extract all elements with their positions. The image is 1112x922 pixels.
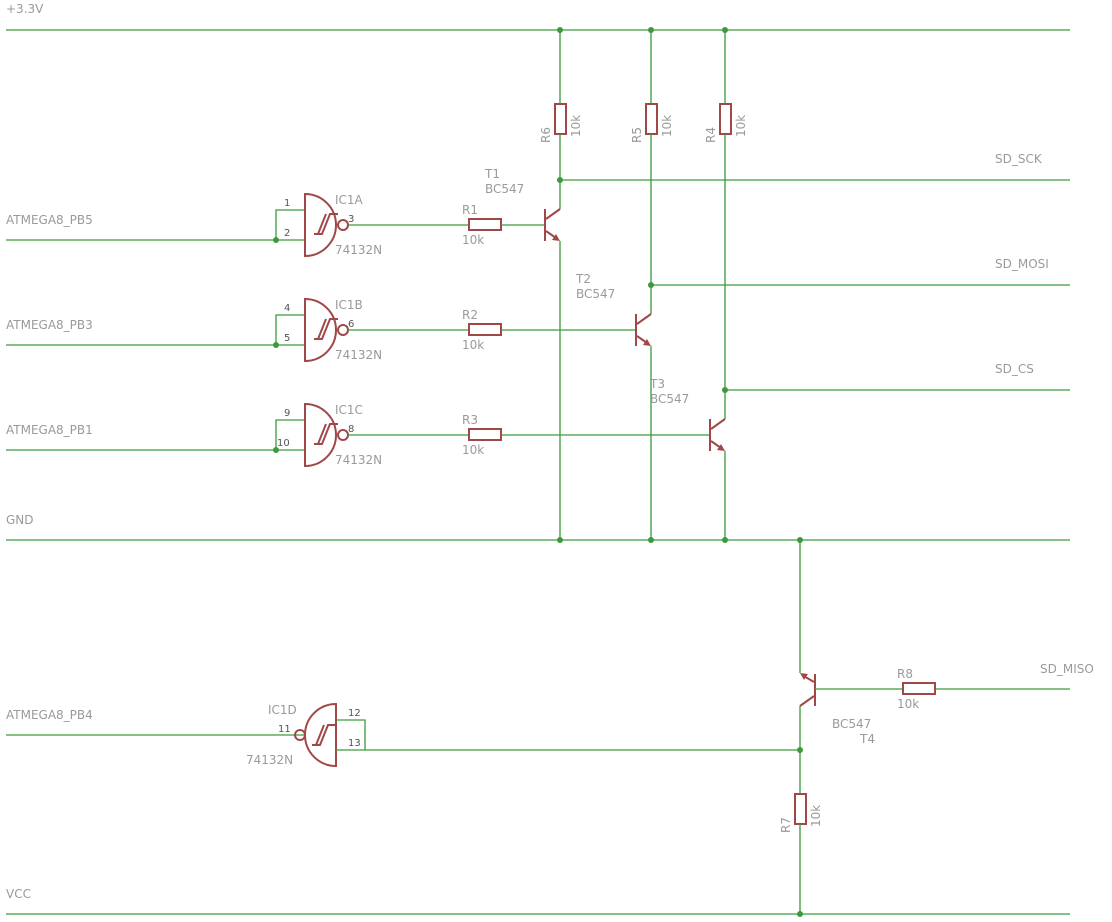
input-pb1-label: ATMEGA8_PB1 xyxy=(6,423,93,437)
r6-value: 10k xyxy=(569,115,583,137)
ic1d-pin12: 12 xyxy=(348,708,361,719)
resistor-r5: R5 10k xyxy=(630,30,674,285)
ic1d-value: 74132N xyxy=(246,753,293,767)
input-pb4-label: ATMEGA8_PB4 xyxy=(6,708,93,722)
ic1a-pin2: 2 xyxy=(284,228,290,239)
resistor-r1: R1 10k xyxy=(462,203,545,247)
ic1a-pin3: 3 xyxy=(348,214,354,225)
transistor-t1: T1 BC547 xyxy=(484,167,561,540)
input-pb3: ATMEGA8_PB3 xyxy=(6,314,305,348)
ic1b-name: IC1B xyxy=(335,298,363,312)
r5-name: R5 xyxy=(630,127,644,143)
r8-name: R8 xyxy=(897,667,913,681)
resistor-r3: R3 10k xyxy=(462,413,710,457)
r4-value: 10k xyxy=(734,115,748,137)
r1-value: 10k xyxy=(462,233,484,247)
r4-name: R4 xyxy=(704,127,718,143)
input-pb5: ATMEGA8_PB5 xyxy=(6,209,305,243)
r3-name: R3 xyxy=(462,413,478,427)
output-mosi-label: SD_MOSI xyxy=(995,257,1049,271)
gate-ic1a: 1 2 3 IC1A 74132N xyxy=(284,192,469,258)
output-miso: SD_MISO xyxy=(935,662,1094,690)
r5-value: 10k xyxy=(660,115,674,137)
ic1b-pin6: 6 xyxy=(348,319,354,330)
junctions xyxy=(557,27,803,917)
ic1c-pin8: 8 xyxy=(348,424,354,435)
r2-value: 10k xyxy=(462,338,484,352)
rail-3v3: +3.3V xyxy=(6,2,1070,31)
ic1c-value: 74132N xyxy=(335,453,382,467)
output-cs: SD_CS xyxy=(722,362,1070,393)
t4-value: BC547 xyxy=(832,717,871,731)
ic1b-pin5: 5 xyxy=(284,333,290,344)
rail-vcc-label: VCC xyxy=(6,887,31,901)
t4-name: T4 xyxy=(859,732,875,746)
ic1c-name: IC1C xyxy=(335,403,363,417)
ic1b-pin4: 4 xyxy=(284,303,290,314)
ic1b-value: 74132N xyxy=(335,348,382,362)
t2-name: T2 xyxy=(575,272,591,286)
r6-name: R6 xyxy=(539,127,553,143)
output-cs-label: SD_CS xyxy=(995,362,1034,376)
resistor-r6: R6 10k xyxy=(539,30,583,180)
input-pb5-label: ATMEGA8_PB5 xyxy=(6,213,93,227)
ic1c-pin9: 9 xyxy=(284,408,290,419)
transistor-t2: T2 BC547 xyxy=(575,272,652,540)
r7-name: R7 xyxy=(779,817,793,833)
t3-value: BC547 xyxy=(650,392,689,406)
gate-ic1b: 4 5 6 IC1B 74132N xyxy=(284,297,469,363)
input-pb1: ATMEGA8_PB1 xyxy=(6,419,305,453)
ic1a-pin1: 1 xyxy=(284,198,290,209)
ic1a-name: IC1A xyxy=(335,193,364,207)
input-pb4: ATMEGA8_PB4 xyxy=(6,708,306,736)
ic1d-name: IC1D xyxy=(268,703,297,717)
transistor-t4: BC547 T4 xyxy=(799,540,903,794)
ic1d-pin13: 13 xyxy=(348,738,361,749)
t1-name: T1 xyxy=(484,167,500,181)
resistor-r7: R7 10k xyxy=(779,793,823,914)
t1-value: BC547 xyxy=(485,182,524,196)
rail-vcc: VCC xyxy=(6,887,1070,915)
ic1a-value: 74132N xyxy=(335,243,382,257)
r8-value: 10k xyxy=(897,697,919,711)
rail-gnd: GND xyxy=(6,513,1070,541)
ic1d-pin11: 11 xyxy=(278,724,291,735)
output-mosi: SD_MOSI xyxy=(648,257,1070,288)
output-sck: SD_SCK xyxy=(557,152,1070,183)
t3-name: T3 xyxy=(649,377,665,391)
r7-value: 10k xyxy=(809,805,823,827)
r2-name: R2 xyxy=(462,308,478,322)
t2-value: BC547 xyxy=(576,287,615,301)
input-pb3-label: ATMEGA8_PB3 xyxy=(6,318,93,332)
transistor-t3: T3 BC547 xyxy=(649,377,726,540)
ic1c-pin10: 10 xyxy=(277,438,290,449)
rail-3v3-label: +3.3V xyxy=(6,2,44,16)
rail-gnd-label: GND xyxy=(6,513,34,527)
resistor-r4: R4 10k xyxy=(704,30,748,390)
r3-value: 10k xyxy=(462,443,484,457)
gate-ic1c: 9 10 8 IC1C 74132N xyxy=(277,402,469,468)
output-sck-label: SD_SCK xyxy=(995,152,1043,166)
output-miso-label: SD_MISO xyxy=(1040,662,1094,676)
r1-name: R1 xyxy=(462,203,478,217)
resistor-r2: R2 10k xyxy=(462,308,636,352)
gate-ic1d: 12 13 11 IC1D 74132N xyxy=(246,702,800,768)
resistor-r8: R8 10k xyxy=(897,667,936,711)
